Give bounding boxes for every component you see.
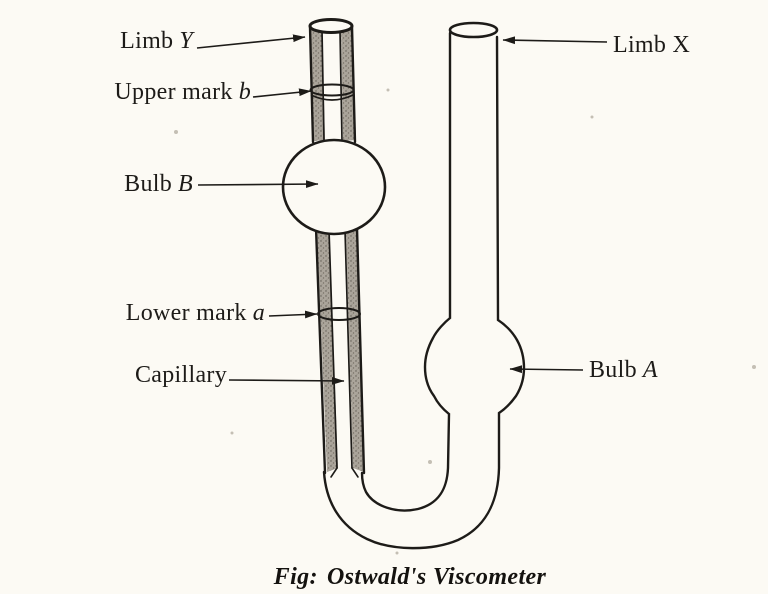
label-upper-mark-text: Upper mark xyxy=(114,79,233,105)
limb-x-mouth xyxy=(448,21,499,39)
bulb-b-arrow xyxy=(197,180,319,188)
limb-y-arrow xyxy=(196,34,306,49)
label-limb-x-text: Limb X xyxy=(613,32,691,58)
limb-y-mouth xyxy=(308,18,354,34)
limb-y-tube-outline xyxy=(308,25,366,478)
lower-mark-arrow xyxy=(268,310,318,319)
capillary-bore-right xyxy=(344,229,353,469)
capillary-bore-left xyxy=(328,229,338,469)
figure-caption: Fig: Ostwald's Viscometer xyxy=(240,564,580,591)
label-capillary-text: Capillary xyxy=(134,362,227,388)
label-lower-mark-var: a xyxy=(252,300,265,326)
leader-arrows xyxy=(196,34,608,385)
capillary-outer-right xyxy=(355,226,366,475)
upper-mark-arrow xyxy=(252,88,312,98)
figure-caption-prefix: Fig: xyxy=(273,564,318,590)
label-bulb-a-text: Bulb xyxy=(589,357,637,383)
upper-mark-ring-lower-arc xyxy=(310,94,354,101)
label-limb-y-var: Y xyxy=(179,28,193,54)
limb-y-wall-shading xyxy=(311,28,364,472)
label-bulb-a-var: A xyxy=(642,357,658,383)
label-bulb-b-text: Bulb xyxy=(124,171,173,197)
scan-specks xyxy=(174,88,756,555)
label-limb-x: Limb X xyxy=(613,31,690,59)
label-lower-mark-text: Lower mark xyxy=(125,300,247,326)
limb-x-arrow xyxy=(502,36,608,45)
label-upper-mark-var: b xyxy=(238,79,251,105)
limb-x-outer-outline xyxy=(322,35,526,550)
label-bulb-b-var: B xyxy=(178,171,193,197)
limb-x-inner-outline xyxy=(360,31,452,512)
capillary-outer-left xyxy=(314,226,327,475)
label-limb-y-text: Limb xyxy=(120,28,174,54)
bulb-b-shape xyxy=(281,138,387,236)
figure-caption-title: Ostwald's Viscometer xyxy=(326,564,547,590)
bulb-a-arrow xyxy=(509,365,584,374)
capillary-arrow xyxy=(228,376,345,385)
lower-mark-ring xyxy=(317,307,361,321)
label-capillary: Capillary xyxy=(55,361,227,389)
